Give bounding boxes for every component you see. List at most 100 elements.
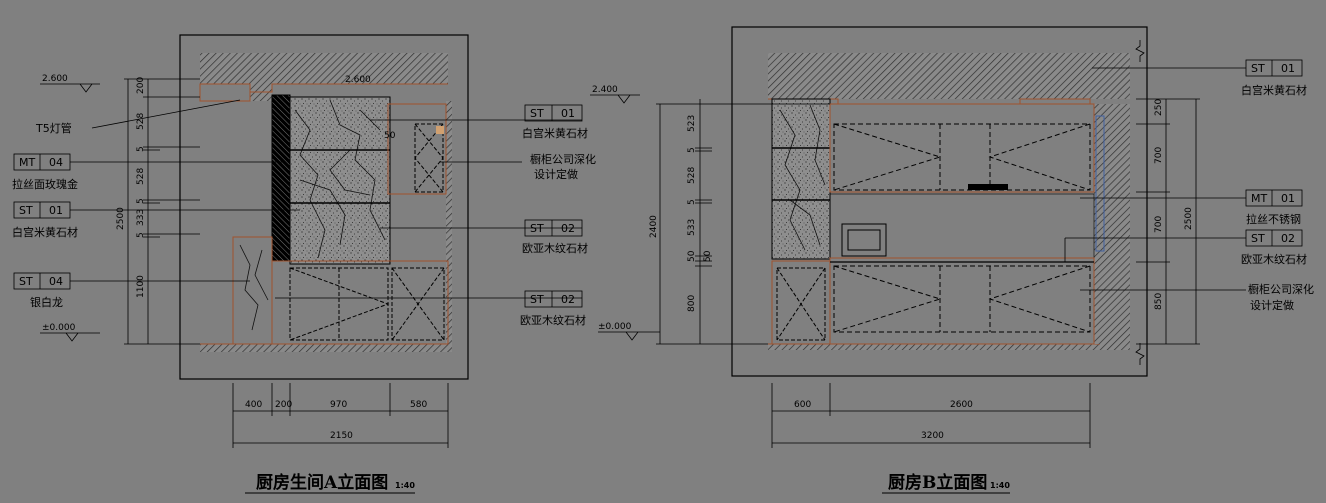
dim-b-ltotal: 2400: [649, 215, 659, 238]
scale-b: 1:40: [990, 481, 1010, 490]
tag-code: ST: [19, 275, 33, 288]
dim-b-total-w: 3200: [921, 431, 944, 441]
vertical-dims-a: [124, 78, 200, 345]
tag-st02-a2: ST 02: [524, 290, 583, 308]
label-st01-b: 白宫米黄石材: [1241, 83, 1307, 97]
ceiling-slab-b: [768, 53, 1130, 99]
dim-a-v7: 1100: [136, 275, 146, 298]
tag-num: 04: [49, 275, 63, 288]
dim-b-h0: 600: [794, 400, 811, 410]
vertical-dims-b-right: [1136, 98, 1200, 345]
elevation-a: 200 528 5 528 5 333 5 1100 2500 2.600 ±0…: [12, 34, 596, 494]
horizontal-dims-b: [771, 383, 1091, 448]
frame-a: [179, 34, 469, 380]
tag-num: 04: [49, 156, 63, 169]
label-cabinet-2-b: 设计定做: [1250, 298, 1294, 312]
tag-code: ST: [1251, 232, 1265, 245]
label-st01-left-a: 白宫米黄石材: [12, 225, 78, 239]
horizontal-dims-a: [232, 383, 449, 448]
level-ceiling-a: 2.600: [345, 75, 371, 85]
level-top-b: 2.400: [592, 85, 618, 95]
right-wall-a: [446, 101, 452, 352]
floor-slab-a: [200, 344, 448, 352]
dim-a-total: 2500: [116, 207, 126, 230]
dim-a-v0: 200: [136, 77, 146, 94]
dim-b-r3: 850: [1154, 293, 1164, 310]
tag-code: ST: [19, 204, 33, 217]
label-st02-a2: 欧亚木纹石材: [520, 313, 586, 327]
small-dim-a: 50: [384, 131, 396, 141]
title-b: 厨房B立面图: [888, 472, 987, 493]
level-marks-a: [40, 83, 100, 342]
tag-st02-a1: ST 02: [524, 219, 583, 237]
label-st02-b: 欧亚木纹石材: [1241, 252, 1307, 266]
dim-b-r0: 250: [1154, 99, 1164, 116]
dim-a-v5: 333: [136, 209, 146, 226]
title-a: 厨房生间A立面图: [256, 472, 388, 493]
frame-b: [731, 26, 1148, 377]
stone-wall-b: [771, 98, 831, 260]
tag-code: ST: [530, 222, 544, 235]
dim-a-v2: 5: [136, 146, 146, 152]
break-marks-b: [1135, 40, 1145, 365]
tag-code: MT: [19, 156, 35, 169]
label-st04-a: 银白龙: [30, 295, 63, 309]
dim-b-l2: 528: [687, 167, 697, 184]
tag-st02-b: ST 02: [1245, 229, 1303, 247]
tag-code: MT: [1251, 192, 1267, 205]
tag-num: 02: [561, 222, 575, 235]
tag-mt04-a: MT 04: [13, 153, 71, 171]
dim-a-v1: 528: [136, 113, 146, 130]
dim-b-r2: 700: [1154, 216, 1164, 233]
dim-b-l1: 5: [687, 147, 697, 153]
label-cabinet-1-a: 橱柜公司深化: [530, 152, 596, 166]
tag-code: ST: [1251, 62, 1265, 75]
dim-a-total-w: 2150: [330, 431, 353, 441]
dim-b-rtotal: 2500: [1184, 207, 1194, 230]
tag-st04-a: ST 04: [13, 272, 71, 290]
tag-num: 01: [49, 204, 63, 217]
dim-b-l3: 5: [687, 199, 697, 205]
dim-b-l5: 50: [687, 250, 697, 262]
scale-a: 1:40: [395, 481, 415, 490]
dim-a-h2: 970: [330, 400, 347, 410]
upper-cabinet-b: [829, 103, 1095, 193]
vertical-dims-b-left: [656, 99, 830, 345]
dim-b-h1: 2600: [950, 400, 973, 410]
dim-b-l7: 800: [687, 295, 697, 312]
label-st01-right-a: 白宫米黄石材: [522, 126, 588, 140]
dim-a-v6: 5: [136, 232, 146, 238]
tag-st01-b: ST 01: [1245, 59, 1303, 77]
level-marks-b: [590, 94, 660, 341]
elevation-b: 523 5 528 5 533 50 50 800 2400 2.400 ±0.…: [590, 26, 1314, 494]
dim-b-l4: 533: [687, 219, 697, 236]
tag-st01-left-a: ST 01: [13, 201, 71, 219]
label-mt01-b: 拉丝不锈钢: [1246, 212, 1301, 226]
tag-num: 01: [561, 107, 575, 120]
black-column: [271, 94, 291, 262]
dim-a-h1: 200: [275, 400, 292, 410]
tag-num: 01: [1281, 192, 1295, 205]
dim-a-h3: 580: [410, 400, 427, 410]
tag-num: 02: [1281, 232, 1295, 245]
level-zero-b: ±0.000: [598, 322, 632, 332]
dim-b-l6: 50: [703, 250, 713, 262]
label-st02-a1: 欧亚木纹石材: [522, 241, 588, 255]
dim-a-v4: 5: [136, 198, 146, 204]
dim-a-v3: 528: [136, 168, 146, 185]
tag-code: ST: [530, 107, 544, 120]
dim-a-h0: 400: [245, 400, 262, 410]
label-t5-tube: T5灯管: [35, 121, 72, 135]
dim-b-l0: 523: [687, 115, 697, 132]
sink-fixture: [841, 223, 887, 257]
dim-b-r1: 700: [1154, 147, 1164, 164]
tag-num: 02: [561, 293, 575, 306]
lower-cabinet-b: [829, 257, 1095, 345]
tag-num: 01: [1281, 62, 1295, 75]
level-top-a: 2.600: [42, 74, 68, 84]
label-mt04-a: 拉丝面玫瑰金: [12, 177, 78, 191]
upper-cabinet-a: [387, 103, 447, 195]
label-cabinet-2-a: 设计定做: [534, 167, 578, 181]
tag-st01-right-a: ST 01: [524, 104, 583, 122]
